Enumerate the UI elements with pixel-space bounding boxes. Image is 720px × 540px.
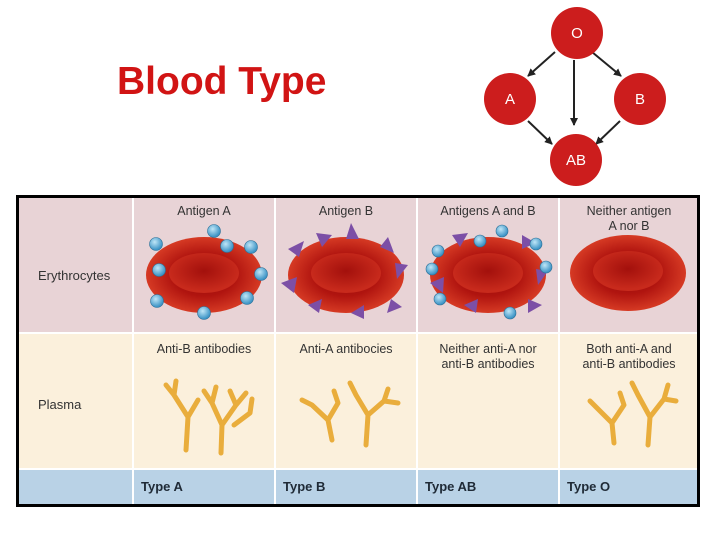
type-o-label: O bbox=[571, 25, 583, 42]
erythrocyte-type-a bbox=[146, 224, 268, 320]
arrow-a-to-ab bbox=[527, 120, 553, 145]
arrow-b-to-ab bbox=[595, 120, 621, 145]
type-label-o: Type O bbox=[567, 479, 610, 494]
type-b-label: B bbox=[635, 91, 645, 108]
antigen-header-type-b: Antigen B bbox=[319, 204, 373, 218]
antigen-header-type-o-line1: Neither antigen bbox=[587, 204, 672, 218]
antibody-label-type-ab-line2: anti-B antibodies bbox=[441, 357, 534, 371]
antibody-label-type-b: Anti-A antibocies bbox=[299, 342, 392, 356]
antibody-label-type-a: Anti-B antibodies bbox=[157, 342, 252, 356]
page-title: Blood Type bbox=[117, 60, 327, 103]
type-label-b: Type B bbox=[283, 479, 325, 494]
antibodies-type-o bbox=[587, 380, 679, 448]
antibodies-type-a bbox=[163, 378, 255, 456]
type-o-node: O bbox=[551, 7, 603, 59]
antigen-a-markers bbox=[149, 224, 268, 320]
row-label-plasma: Plasma bbox=[38, 397, 82, 412]
type-ab-node: AB bbox=[550, 134, 602, 186]
antigen-header-type-ab: Antigens A and B bbox=[440, 204, 535, 218]
erythrocyte-type-o bbox=[570, 235, 686, 311]
blood-type-table: Erythrocytes Plasma Antigen A Antigen B … bbox=[16, 195, 700, 507]
blood-type-flow-diagram: O A B AB bbox=[484, 7, 666, 186]
type-label-a: Type A bbox=[141, 479, 184, 494]
antibody-label-type-o-line1: Both anti-A and bbox=[586, 342, 672, 356]
arrow-o-to-b bbox=[591, 51, 622, 77]
antibodies-type-b bbox=[299, 380, 401, 448]
type-b-node: B bbox=[614, 73, 666, 125]
erythrocyte-type-ab bbox=[425, 224, 553, 320]
antibody-label-type-ab-line1: Neither anti-A nor bbox=[439, 342, 536, 356]
type-a-node: A bbox=[484, 73, 536, 125]
antibody-label-type-o-line2: anti-B antibodies bbox=[582, 357, 675, 371]
antigen-b-markers bbox=[281, 223, 408, 319]
type-label-ab: Type AB bbox=[425, 479, 476, 494]
antigen-header-type-a: Antigen A bbox=[177, 204, 231, 218]
type-a-label: A bbox=[505, 91, 515, 108]
antigen-header-type-o-line2: A nor B bbox=[609, 219, 650, 233]
antigen-ab-a-markers bbox=[425, 224, 553, 320]
antigen-ab-b-markers bbox=[430, 233, 548, 313]
erythrocyte-type-b bbox=[281, 223, 408, 319]
row-label-erythrocytes: Erythrocytes bbox=[38, 268, 111, 283]
type-ab-label: AB bbox=[566, 152, 586, 169]
arrow-o-to-a bbox=[527, 51, 556, 77]
